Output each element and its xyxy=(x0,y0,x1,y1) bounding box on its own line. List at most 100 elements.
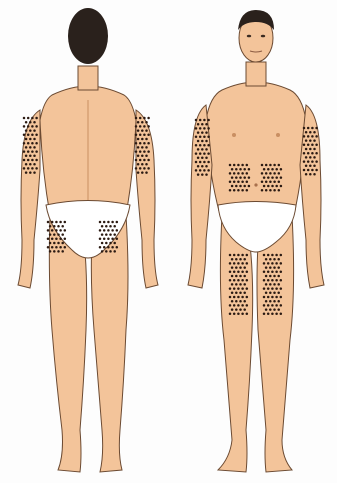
injection-dot xyxy=(205,131,208,134)
injection-dot xyxy=(51,221,54,224)
injection-dot xyxy=(267,254,270,257)
injection-dot xyxy=(49,233,52,236)
injection-dot xyxy=(313,131,316,134)
injection-dot xyxy=(309,156,312,159)
injection-dot xyxy=(201,131,204,134)
injection-dot xyxy=(195,152,198,155)
injection-dot xyxy=(229,271,232,274)
injection-dot xyxy=(35,125,38,128)
injection-dot xyxy=(237,254,240,257)
injection-dot xyxy=(241,172,244,175)
injection-dot xyxy=(305,165,308,168)
injection-dot xyxy=(25,121,28,124)
injection-dot xyxy=(229,296,232,299)
injection-dot xyxy=(246,189,249,192)
injection-dot xyxy=(271,271,274,274)
injection-dot xyxy=(109,233,112,236)
injection-dot xyxy=(139,142,142,145)
injection-dot xyxy=(33,121,36,124)
injection-dot xyxy=(27,167,30,170)
injection-dot xyxy=(229,172,232,175)
injection-dot xyxy=(109,225,112,228)
injection-dot xyxy=(269,164,272,167)
injection-dot xyxy=(101,225,104,228)
injection-dot xyxy=(27,125,30,128)
injection-dot xyxy=(101,242,104,245)
injection-dot xyxy=(205,123,208,126)
injection-dot xyxy=(261,172,264,175)
injection-dot xyxy=(139,125,142,128)
front-right-nipple xyxy=(276,133,280,137)
injection-dot xyxy=(241,304,244,307)
injection-dot xyxy=(273,266,276,269)
injection-dot xyxy=(239,308,242,311)
injection-dot xyxy=(195,136,198,139)
injection-dot xyxy=(203,136,206,139)
injection-dot xyxy=(305,156,308,159)
injection-dot xyxy=(273,258,276,261)
injection-dot xyxy=(267,296,270,299)
injection-dot xyxy=(229,164,232,167)
injection-dot xyxy=(246,313,249,316)
injection-dot xyxy=(237,172,240,175)
injection-dot xyxy=(313,148,316,151)
injection-dot xyxy=(145,129,148,132)
injection-dot xyxy=(248,168,251,171)
injection-dot xyxy=(137,138,140,141)
injection-dot xyxy=(145,146,148,149)
injection-dot xyxy=(237,287,240,290)
injection-dot xyxy=(107,246,110,249)
injection-dot xyxy=(203,119,206,122)
injection-dot xyxy=(57,225,60,228)
injection-dot xyxy=(269,308,272,311)
injection-dot xyxy=(111,238,114,241)
injection-dot xyxy=(313,165,316,168)
injection-dot xyxy=(61,225,64,228)
injection-dot xyxy=(59,238,62,241)
injection-dot xyxy=(33,171,36,174)
injection-dot xyxy=(147,159,150,162)
injection-dot xyxy=(235,275,238,278)
injection-dot xyxy=(135,159,138,162)
injection-dot xyxy=(137,155,140,158)
injection-dot xyxy=(275,296,278,299)
injection-dot xyxy=(197,157,200,160)
injection-dot xyxy=(207,152,210,155)
injection-dot xyxy=(49,242,52,245)
injection-dot xyxy=(277,258,280,261)
injection-dot xyxy=(273,275,276,278)
injection-dot xyxy=(27,142,30,145)
injection-dot xyxy=(229,287,232,290)
injection-dot xyxy=(275,287,278,290)
injection-dot xyxy=(267,304,270,307)
injection-dot xyxy=(199,144,202,147)
injection-dot xyxy=(267,262,270,265)
injection-dot xyxy=(59,229,62,232)
injection-dot xyxy=(241,296,244,299)
injection-dot xyxy=(303,144,306,147)
injection-dot xyxy=(243,292,246,295)
injection-dot xyxy=(243,300,246,303)
injection-dot xyxy=(105,250,108,253)
injection-dot xyxy=(246,287,249,290)
injection-dot xyxy=(243,258,246,261)
injection-dot xyxy=(271,287,274,290)
injection-dot xyxy=(33,163,36,166)
injection-dot xyxy=(235,176,238,179)
injection-dot xyxy=(137,171,140,174)
injection-dot xyxy=(267,313,270,316)
injection-dot xyxy=(29,138,32,141)
injection-dot xyxy=(243,275,246,278)
injection-dot xyxy=(273,189,276,192)
injection-dot xyxy=(246,172,249,175)
injection-dot xyxy=(273,292,276,295)
injection-dot xyxy=(205,148,208,151)
injection-dot xyxy=(263,168,266,171)
injection-dot xyxy=(267,168,270,171)
injection-dot xyxy=(241,164,244,167)
injection-dot xyxy=(263,296,266,299)
injection-dot xyxy=(141,121,144,124)
injection-dot xyxy=(311,152,314,155)
injection-dot xyxy=(141,146,144,149)
injection-dot xyxy=(27,159,30,162)
